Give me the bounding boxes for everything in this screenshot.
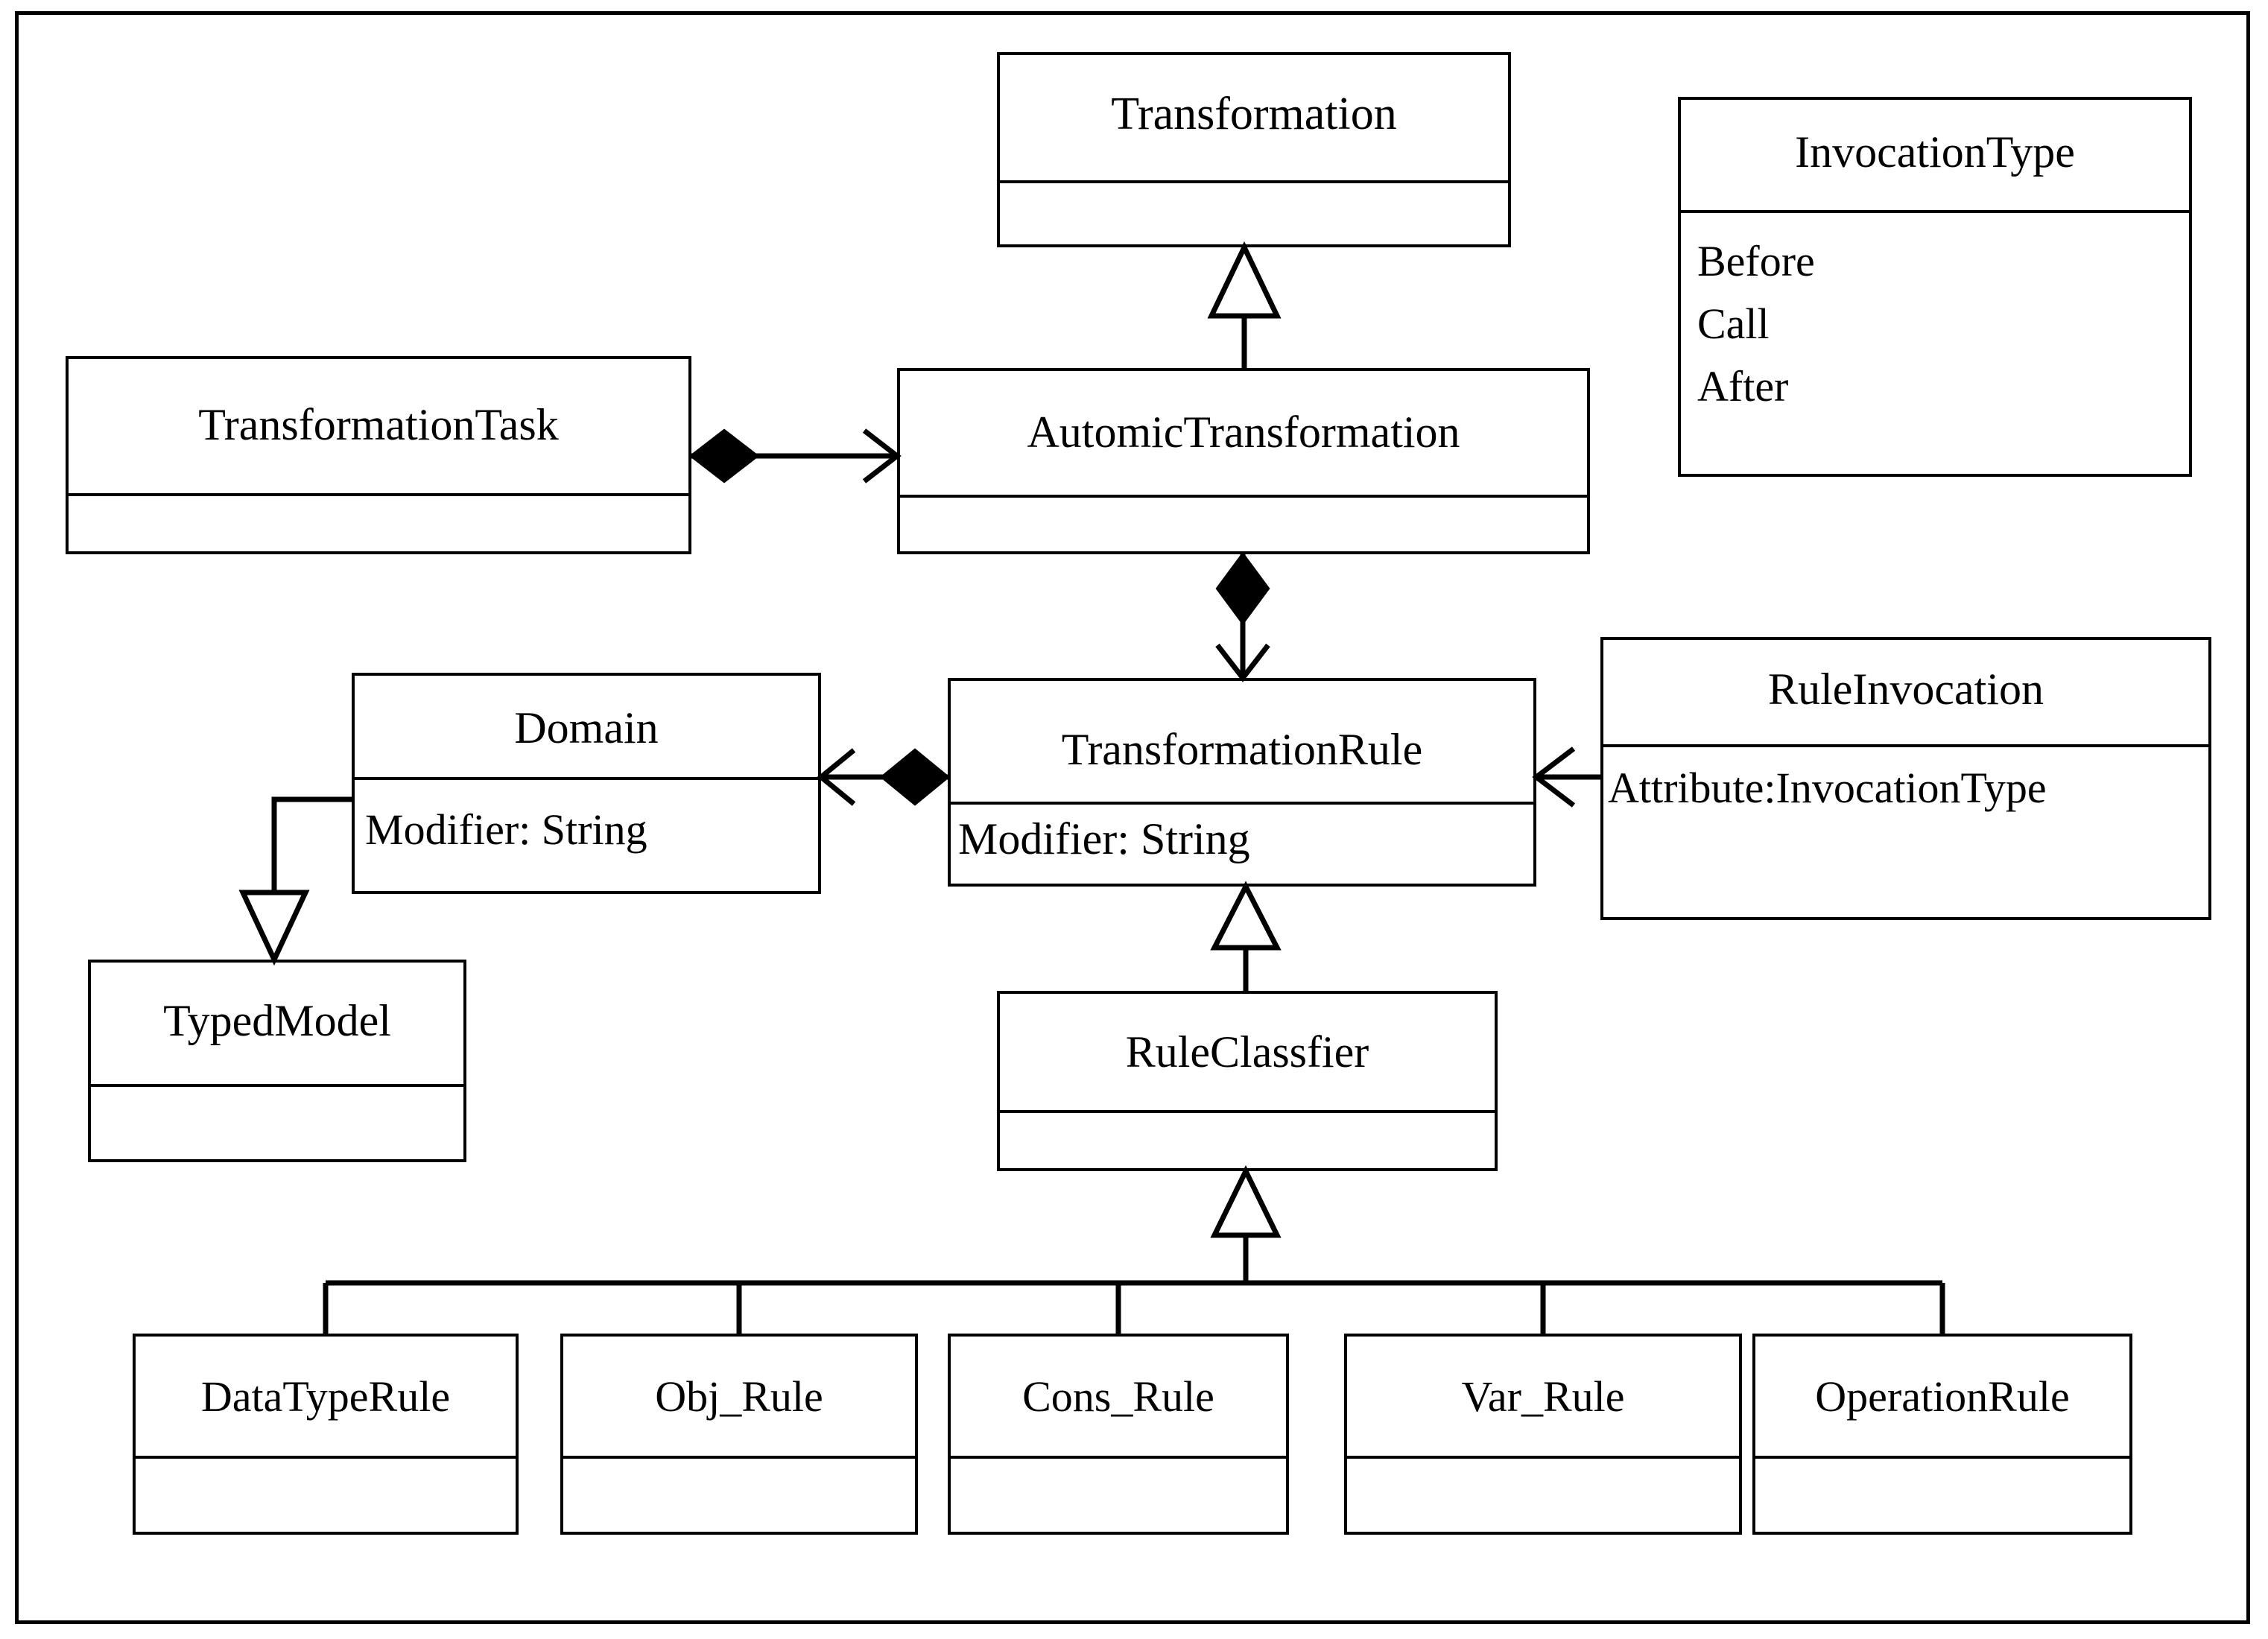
class-box-typedmodel[interactable]: TypedModel: [88, 960, 466, 1162]
class-box-operationrule[interactable]: OperationRule: [1752, 1334, 2132, 1535]
class-box-automictransformation[interactable]: AutomicTransformation: [897, 368, 1590, 554]
class-box-ruleinvocation[interactable]: RuleInvocation Attribute:InvocationType: [1600, 637, 2211, 920]
class-divider: [88, 1084, 466, 1087]
class-divider: [897, 495, 1590, 498]
class-attribute-ruleinvocation-attribute: Attribute:InvocationType: [1608, 764, 2047, 812]
class-box-consrule[interactable]: Cons_Rule: [948, 1334, 1289, 1535]
class-divider: [948, 802, 1536, 805]
class-divider: [1600, 744, 2211, 747]
class-box-invocationtype[interactable]: InvocationType Before Call After: [1678, 97, 2192, 477]
class-box-transformation[interactable]: Transformation: [997, 52, 1511, 247]
class-box-datatyperule[interactable]: DataTypeRule: [133, 1334, 519, 1535]
class-attribute-transformationrule-modifier: Modifier: String: [958, 814, 1250, 863]
class-name-ruleclassfier: RuleClassfier: [1125, 1027, 1369, 1077]
class-name-ruleinvocation: RuleInvocation: [1768, 665, 2044, 714]
class-divider: [352, 777, 821, 780]
class-name-typedmodel: TypedModel: [163, 996, 391, 1045]
class-divider: [948, 1456, 1289, 1459]
class-name-transformationtask: TransformationTask: [198, 400, 559, 449]
class-box-objrule[interactable]: Obj_Rule: [560, 1334, 918, 1535]
class-name-domain: Domain: [514, 703, 659, 752]
enum-value-before: Before: [1697, 237, 1815, 285]
class-divider: [66, 493, 691, 496]
class-attribute-domain-modifier: Modifier: String: [365, 805, 647, 854]
class-divider: [997, 1110, 1498, 1113]
class-divider: [1344, 1456, 1742, 1459]
class-name-transformationrule: TransformationRule: [1061, 725, 1423, 774]
class-divider: [997, 180, 1511, 183]
class-name-consrule: Cons_Rule: [1022, 1372, 1214, 1421]
class-name-varrule: Var_Rule: [1461, 1372, 1625, 1421]
class-divider: [1752, 1456, 2132, 1459]
class-name-objrule: Obj_Rule: [655, 1372, 823, 1421]
class-name-invocationtype: InvocationType: [1795, 127, 2075, 177]
class-box-domain[interactable]: Domain Modifier: String: [352, 673, 821, 894]
class-box-transformationtask[interactable]: TransformationTask: [66, 356, 691, 554]
diagram-outer-frame: [15, 11, 2250, 1624]
class-divider: [560, 1456, 918, 1459]
class-box-transformationrule[interactable]: TransformationRule Modifier: String: [948, 678, 1536, 887]
class-box-varrule[interactable]: Var_Rule: [1344, 1334, 1742, 1535]
class-name-datatyperule: DataTypeRule: [200, 1372, 451, 1421]
class-box-ruleclassfier[interactable]: RuleClassfier: [997, 991, 1498, 1171]
class-name-operationrule: OperationRule: [1815, 1372, 2070, 1421]
class-divider: [133, 1456, 519, 1459]
enum-value-after: After: [1697, 362, 1789, 410]
class-name-transformation: Transformation: [1111, 89, 1397, 139]
class-divider: [1678, 210, 2192, 213]
enum-value-call: Call: [1697, 299, 1770, 348]
class-name-automictransformation: AutomicTransformation: [1027, 408, 1460, 457]
